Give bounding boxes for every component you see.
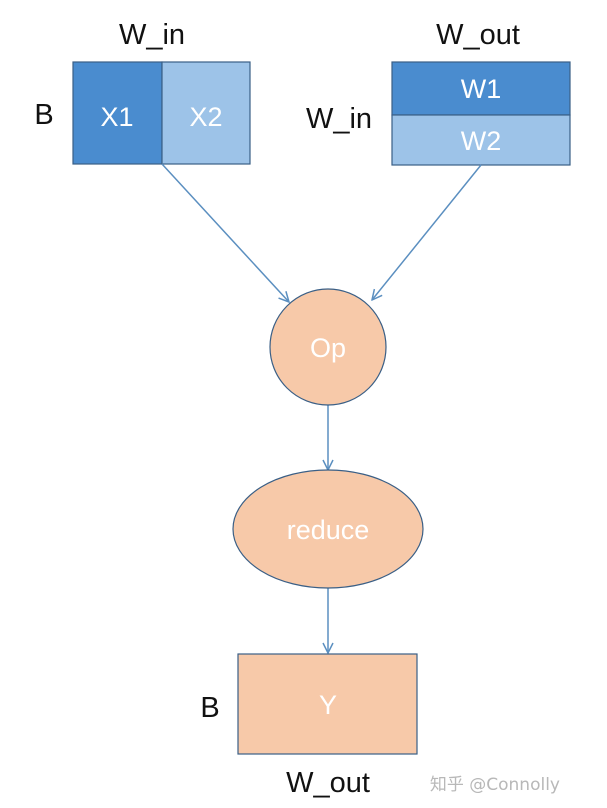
w2-label: W2	[461, 126, 502, 156]
x1-label: X1	[100, 102, 133, 132]
reduce-label: reduce	[287, 515, 370, 545]
x-side-label: B	[34, 99, 53, 131]
arrow-x-to-op	[161, 163, 289, 302]
y-bottom-label: W_out	[286, 767, 370, 799]
op-label: Op	[310, 333, 346, 363]
y-block	[237, 653, 418, 755]
w-top-label: W_out	[436, 19, 520, 51]
reduce-node	[232, 469, 424, 589]
y-label: Y	[319, 690, 337, 720]
watermark: 知乎 @Connolly	[430, 775, 560, 795]
x-top-label: W_in	[119, 19, 185, 51]
x1-cell	[72, 61, 163, 165]
x2-label: X2	[189, 102, 222, 132]
w1-cell	[391, 61, 571, 116]
w-block: W1 W2	[391, 61, 571, 166]
w1-label: W1	[461, 74, 502, 104]
op-node	[269, 288, 387, 406]
x2-cell	[161, 61, 251, 165]
arrow-w-to-op	[372, 164, 482, 300]
y-side-label: B	[200, 692, 219, 724]
x-block: X1 X2	[72, 61, 251, 165]
w-side-label: W_in	[306, 103, 372, 135]
w2-cell	[391, 114, 571, 166]
